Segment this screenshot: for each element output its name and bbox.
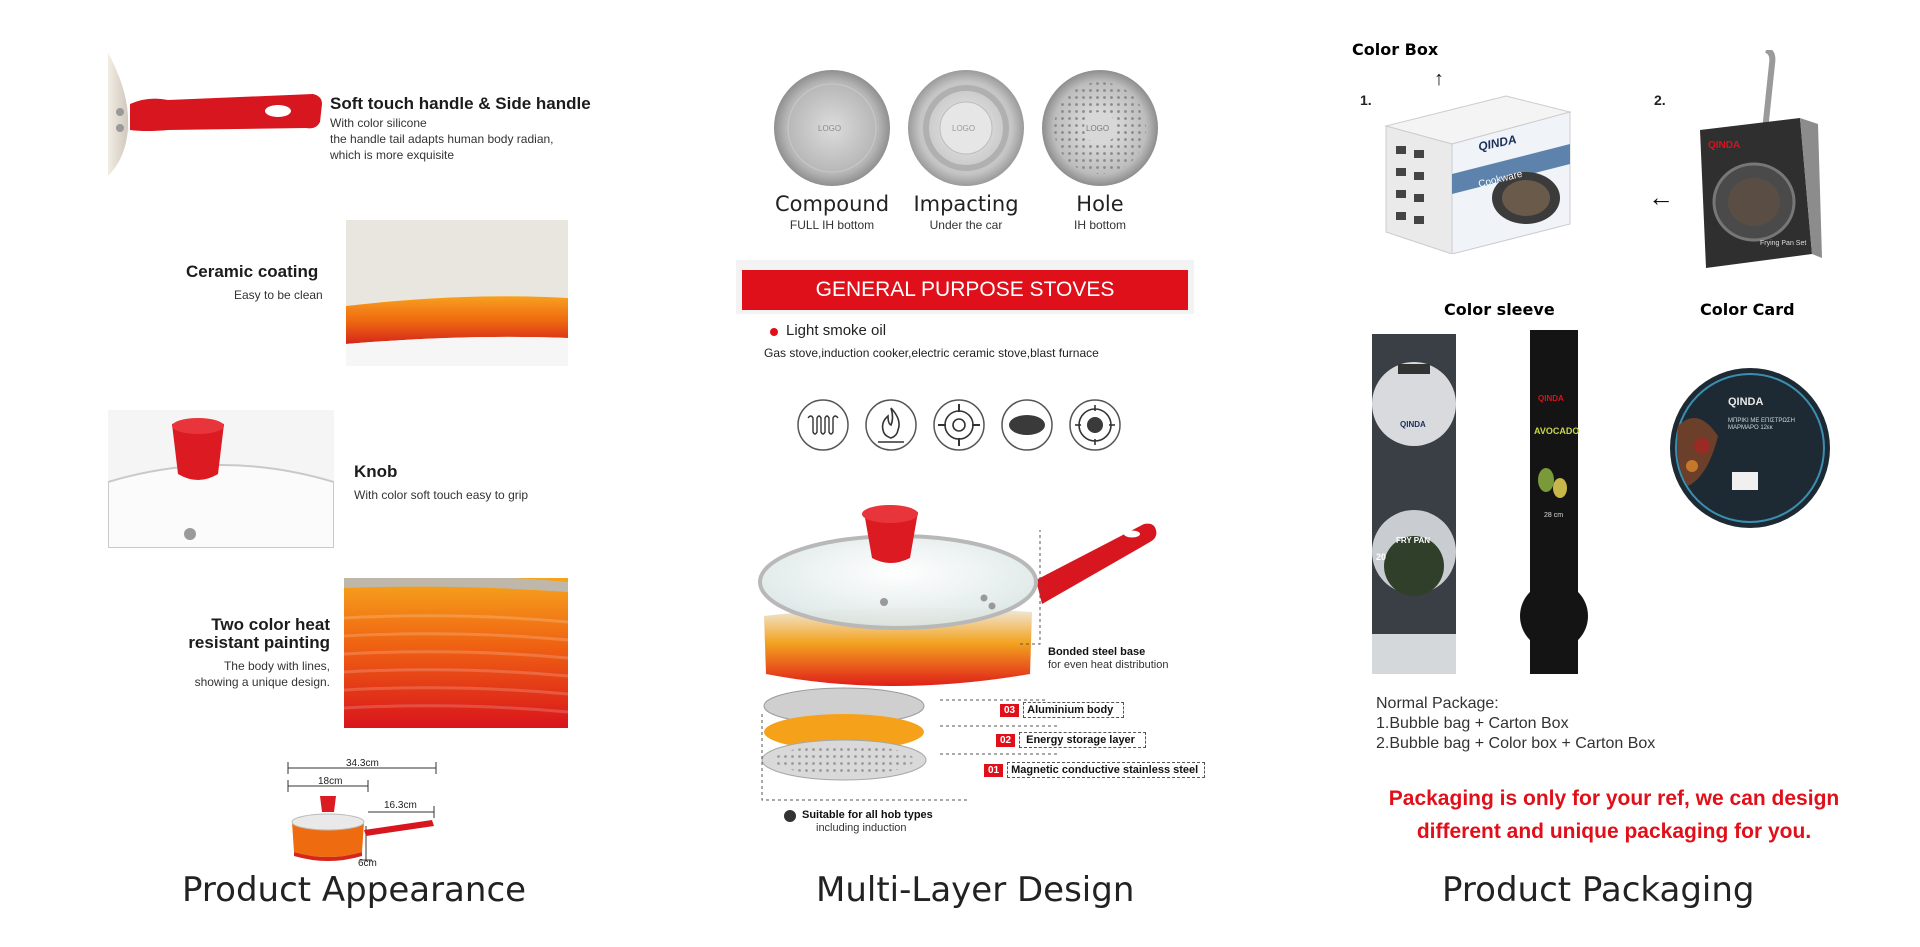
frying-pan-box-image bbox=[1700, 50, 1822, 268]
hole-bottom-image bbox=[1042, 70, 1158, 186]
sleeve-a-product: FRY PAN bbox=[1396, 536, 1431, 545]
sleeve-a-brand: QINDA bbox=[1400, 420, 1426, 429]
dim-handle: 16.3cm bbox=[384, 800, 417, 811]
dim-height: 6cm bbox=[358, 858, 377, 869]
banner-general-purpose-stoves: GENERAL PURPOSE STOVES bbox=[742, 270, 1188, 310]
handle-title: Soft touch handle & Side handle bbox=[330, 94, 591, 113]
logo-mark-2: LOGO bbox=[952, 124, 976, 133]
bottom-sub-compound: FULL IH bottom bbox=[789, 218, 875, 232]
hob-title: Suitable for all hob types bbox=[802, 809, 933, 821]
sleeve-b-brand: QINDA bbox=[1538, 394, 1564, 403]
logo-mark-3: LOGO bbox=[1086, 124, 1110, 133]
sleeve-b-product: AVOCADO bbox=[1534, 426, 1580, 436]
caption-product-packaging: Product Packaging bbox=[1442, 870, 1755, 910]
coil-stove-icon bbox=[797, 399, 849, 451]
hob-icon bbox=[784, 810, 796, 822]
color-box-image bbox=[1384, 95, 1572, 254]
bottom-name-impacting: Impacting bbox=[913, 192, 1019, 216]
painting-title: Two color heat resistant painting bbox=[188, 615, 330, 652]
package-number-2: 2. bbox=[1654, 92, 1666, 108]
color-sleeve-label: Color sleeve bbox=[1444, 300, 1555, 319]
caption-multi-layer-design: Multi-Layer Design bbox=[816, 870, 1135, 910]
multi-layer-pan-diagram bbox=[758, 505, 1157, 801]
dim-overall: 34.3cm bbox=[346, 758, 379, 769]
sleeve-b-size: 28 cm bbox=[1544, 512, 1564, 519]
pan-box-brand: QINDA bbox=[1708, 140, 1741, 151]
dimension-drawing bbox=[287, 762, 437, 861]
pan-box-text: Frying Pan Set bbox=[1760, 240, 1807, 247]
stove-types: Gas stove,induction cooker,electric cera… bbox=[764, 346, 1099, 360]
logo-mark-1: LOGO bbox=[818, 124, 842, 133]
layer-03: 03 Aluminium body bbox=[1000, 702, 1125, 718]
normal-package-info: Normal Package: 1.Bubble bag + Carton Bo… bbox=[1376, 695, 1656, 752]
arrow-up-icon: ↑ bbox=[1434, 68, 1444, 90]
package-number-1: 1. bbox=[1360, 92, 1372, 108]
gas-flame-icon bbox=[865, 399, 917, 451]
dim-diameter: 18cm bbox=[318, 776, 343, 787]
handle-description: With color silicone the handle tail adap… bbox=[330, 116, 554, 162]
caption-product-appearance: Product Appearance bbox=[182, 870, 527, 910]
packaging-note: Packaging is only for your ref, we can d… bbox=[1388, 787, 1840, 843]
color-card-brand: QINDA bbox=[1728, 396, 1764, 408]
arrow-left-icon: ← bbox=[1648, 182, 1674, 212]
gas-burner-icon bbox=[933, 399, 985, 451]
color-sleeve-fry-pan bbox=[1372, 334, 1456, 674]
hob-subtitle: including induction bbox=[816, 822, 907, 834]
ceramic-plate-icon bbox=[1001, 399, 1053, 451]
bottom-name-hole: Hole bbox=[1076, 192, 1124, 216]
impacting-bottom-image bbox=[908, 70, 1024, 186]
bottom-sub-impacting: Under the car bbox=[929, 218, 1003, 232]
knob-subtitle: With color soft touch easy to grip bbox=[354, 488, 529, 502]
layer-02: 02 Energy storage layer bbox=[996, 732, 1146, 748]
induction-icon bbox=[1069, 399, 1121, 451]
ceramic-subtitle: Easy to be clean bbox=[234, 288, 323, 302]
light-smoke-oil: Light smoke oil bbox=[786, 322, 887, 339]
color-card-image bbox=[1670, 368, 1830, 528]
bonded-steel-base-note: Bonded steel base for even heat distribu… bbox=[1048, 646, 1169, 671]
bottom-name-compound: Compound bbox=[774, 192, 890, 216]
handle-image bbox=[108, 53, 322, 176]
bottom-sub-hole: IH bottom bbox=[1073, 218, 1127, 232]
knob-title: Knob bbox=[354, 462, 398, 481]
color-card-text: ΜΠΡΙΚΙ ΜΕ ΕΠΙΣΤΡΩΣΗ ΜΑΡΜΑΡΟ 12εκ bbox=[1728, 418, 1795, 431]
compound-bottom-image bbox=[774, 70, 890, 186]
layer-01: 01 Magnetic conductive stainless steel bbox=[984, 762, 1206, 778]
sleeve-a-size: 20 bbox=[1376, 552, 1387, 562]
ceramic-title: Ceramic coating bbox=[186, 262, 319, 281]
ceramic-coating-image bbox=[346, 220, 568, 366]
two-color-painting-image bbox=[344, 578, 568, 728]
painting-subtitle: The body with lines, showing a unique de… bbox=[194, 659, 330, 689]
color-card-label: Color Card bbox=[1700, 300, 1795, 319]
bullet-dot-icon bbox=[770, 328, 778, 336]
color-sleeve-avocado bbox=[1520, 330, 1588, 674]
color-box-label: Color Box bbox=[1352, 40, 1439, 59]
knob-image bbox=[108, 410, 334, 548]
